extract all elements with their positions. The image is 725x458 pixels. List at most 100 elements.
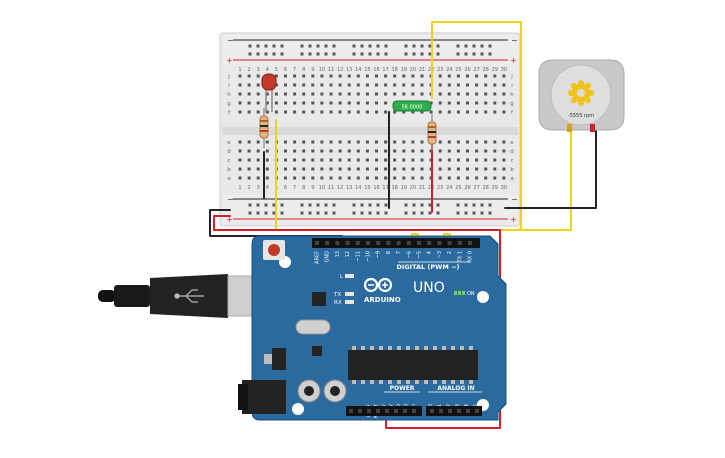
hole [293, 167, 297, 171]
rail-hole [324, 52, 328, 56]
row-label: j [510, 74, 513, 80]
hole [484, 167, 488, 171]
hole [329, 158, 333, 162]
column-label: 17 [382, 67, 388, 73]
power-jack [242, 380, 286, 414]
rail-hole [376, 52, 380, 56]
socket [358, 409, 362, 413]
rail-hole [248, 211, 252, 215]
hole [502, 92, 506, 96]
reset-button-cap[interactable] [268, 244, 280, 256]
column-label: 29 [492, 67, 498, 73]
digital-header [312, 238, 480, 248]
column-label: 19 [401, 185, 407, 191]
hole [256, 101, 260, 105]
hole [466, 83, 469, 87]
hole [375, 140, 378, 144]
hole [475, 92, 479, 96]
chip-pin [397, 346, 401, 350]
rail-hole [308, 203, 312, 207]
hole [338, 92, 342, 96]
column-label: 7 [293, 67, 296, 73]
bottom-rail-holes [248, 203, 492, 215]
hole [238, 149, 242, 153]
socket [394, 409, 398, 413]
hole [384, 167, 388, 171]
hole [456, 149, 460, 153]
hole [320, 92, 324, 96]
rail-hole [384, 203, 388, 207]
rail-hole [352, 44, 356, 48]
hole [265, 167, 269, 171]
rail-hole [316, 52, 320, 56]
rail-hole [300, 211, 304, 215]
column-label: 4 [266, 185, 269, 191]
hole [238, 101, 242, 105]
rail-hole [412, 52, 416, 56]
hole [375, 167, 378, 171]
socket [386, 241, 391, 245]
chip-pin [451, 346, 455, 350]
hole [329, 101, 333, 105]
hole [475, 74, 479, 78]
hole [329, 92, 333, 96]
wire-black-motor [504, 129, 597, 209]
digital-pin-label: ~5 [417, 251, 423, 258]
rail-hole [324, 203, 328, 207]
socket [447, 241, 452, 245]
gear-hub [577, 89, 585, 97]
hole [384, 149, 388, 153]
chip-pin [433, 380, 437, 384]
rail-minus-label: − [227, 36, 234, 45]
resistor-led [259, 108, 269, 148]
hole [347, 158, 351, 162]
breadboard-center-gap [222, 127, 518, 135]
hole [274, 101, 278, 105]
hole [311, 83, 315, 87]
hole [329, 110, 333, 114]
rail-hole [472, 52, 476, 56]
row-label: g [227, 101, 231, 107]
rail-hole [248, 203, 252, 207]
motor-terminal-right [590, 124, 595, 132]
hole [466, 110, 469, 114]
hole [293, 149, 297, 153]
column-label: 18 [392, 185, 398, 191]
hole [293, 176, 297, 180]
hole [502, 176, 506, 180]
column-label: 3 [257, 185, 260, 191]
chip-pin [433, 346, 437, 350]
rail-hole [360, 44, 364, 48]
hole [484, 83, 488, 87]
hole [256, 158, 260, 162]
led [261, 73, 277, 112]
hole [438, 176, 442, 180]
hole [466, 140, 469, 144]
hole [493, 74, 497, 78]
hole [384, 140, 388, 144]
hole [293, 83, 297, 87]
rail-hole [384, 52, 388, 56]
chip-pin [469, 346, 473, 350]
column-label: 11 [328, 185, 334, 191]
hole [493, 92, 497, 96]
led-tx-label: TX [333, 292, 341, 298]
rail-minus-label-bottom-right: − [511, 195, 518, 204]
chip-pin [406, 346, 410, 350]
hole [302, 74, 306, 78]
hole [365, 140, 369, 144]
column-label: 18 [392, 67, 398, 73]
hole [338, 167, 342, 171]
hole [456, 176, 460, 180]
hole [247, 92, 251, 96]
hole [311, 176, 315, 180]
hole [247, 158, 251, 162]
hole [475, 176, 479, 180]
rail-hole [488, 203, 492, 207]
hole [238, 140, 242, 144]
hole [365, 176, 369, 180]
socket [448, 409, 452, 413]
rail-hole [368, 203, 372, 207]
hole [247, 110, 251, 114]
